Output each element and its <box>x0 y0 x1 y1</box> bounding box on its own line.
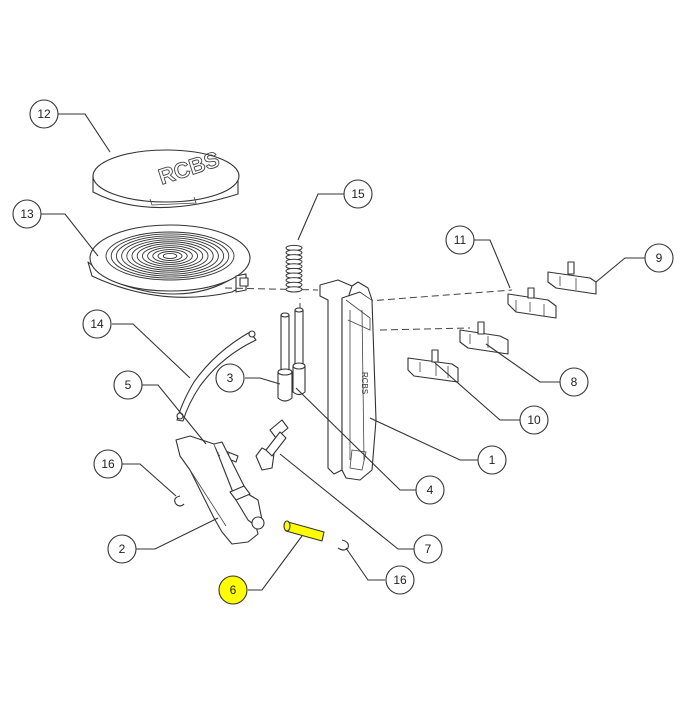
callout-10: 10 <box>519 405 549 435</box>
callout-label: 3 <box>227 371 234 385</box>
callout-7: 7 <box>413 534 443 564</box>
callout-3: 3 <box>215 363 245 393</box>
callout-circle <box>29 99 59 129</box>
spiral-groove <box>136 243 204 269</box>
part-1-frame: RCBS <box>319 279 377 481</box>
spring-coils <box>285 244 303 293</box>
callout-label: 1 <box>489 453 496 467</box>
spiral-groove <box>131 241 209 271</box>
leader-lines <box>40 113 645 591</box>
part-10-slide <box>407 349 459 383</box>
part-7-pin <box>255 419 289 471</box>
callout-circle <box>415 475 445 505</box>
part-3-bushing <box>277 362 306 402</box>
callout-circle <box>113 370 143 400</box>
part-13-spiral-tray <box>87 224 251 298</box>
spiral-groove <box>141 245 199 267</box>
callout-circle <box>519 405 549 435</box>
callout-9: 9 <box>644 243 674 273</box>
callout-label: 4 <box>427 483 434 497</box>
callout-circle <box>343 179 373 209</box>
part-16-clip-right <box>337 539 349 551</box>
callout-label: 16 <box>101 457 115 471</box>
callout-label: 6 <box>230 583 237 597</box>
callout-circle <box>218 575 248 605</box>
callout-16: 16 <box>385 565 415 595</box>
callout-circle <box>82 309 112 339</box>
spiral-groove <box>147 247 193 265</box>
part-8-slide <box>459 321 509 355</box>
callout-label: 12 <box>37 107 51 121</box>
spiral-groove <box>121 237 219 275</box>
part-11-slide <box>507 287 557 319</box>
callout-8: 8 <box>559 367 589 397</box>
callout-circle <box>12 199 42 229</box>
callout-label: 8 <box>571 375 578 389</box>
callout-13: 13 <box>12 199 42 229</box>
part-12-lid: RCBS <box>92 146 240 209</box>
spiral-groove <box>126 239 214 273</box>
callout-circle <box>445 225 475 255</box>
callout-2: 2 <box>107 534 137 564</box>
callout-4: 4 <box>415 475 445 505</box>
callout-circle <box>477 445 507 475</box>
callout-label: 9 <box>656 251 663 265</box>
callout-label: 13 <box>20 207 34 221</box>
spiral-groove <box>115 235 225 277</box>
spiral-groove <box>162 252 178 259</box>
callout-label: 10 <box>527 413 541 427</box>
spring-coil <box>285 286 303 293</box>
callout-label: 5 <box>125 378 132 392</box>
callout-label: 2 <box>119 542 126 556</box>
callout-circle <box>93 449 123 479</box>
part-15-spring <box>285 244 303 293</box>
frame-brand-text: RCBS <box>360 372 369 394</box>
callout-12: 12 <box>29 99 59 129</box>
part-16-clip-left <box>174 495 185 507</box>
callout-circle <box>413 534 443 564</box>
part-9-slide <box>547 261 597 295</box>
spiral-groove <box>105 231 235 281</box>
callout-1: 1 <box>477 445 507 475</box>
callout-circle <box>215 363 245 393</box>
callout-circle <box>559 367 589 397</box>
callout-label: 14 <box>90 317 104 331</box>
part-6-pin-highlighted <box>283 520 325 542</box>
spiral-grooves <box>105 231 235 281</box>
spiral-groove <box>157 251 183 261</box>
callout-label: 16 <box>393 573 407 587</box>
callout-6: 6 <box>218 575 248 605</box>
callout-circle <box>644 243 674 273</box>
part-14-link <box>176 330 257 422</box>
callout-15: 15 <box>343 179 373 209</box>
callout-5: 5 <box>113 370 143 400</box>
callout-circle <box>385 565 415 595</box>
callout-label: 15 <box>351 187 365 201</box>
callout-16: 16 <box>93 449 123 479</box>
callout-14: 14 <box>82 309 112 339</box>
spiral-groove <box>110 233 230 279</box>
callout-11: 11 <box>445 225 475 255</box>
callout-circle <box>107 534 137 564</box>
callout-label: 7 <box>425 542 432 556</box>
part-2-handle <box>175 435 265 545</box>
spiral-groove <box>152 249 188 263</box>
callout-label: 11 <box>454 233 467 247</box>
